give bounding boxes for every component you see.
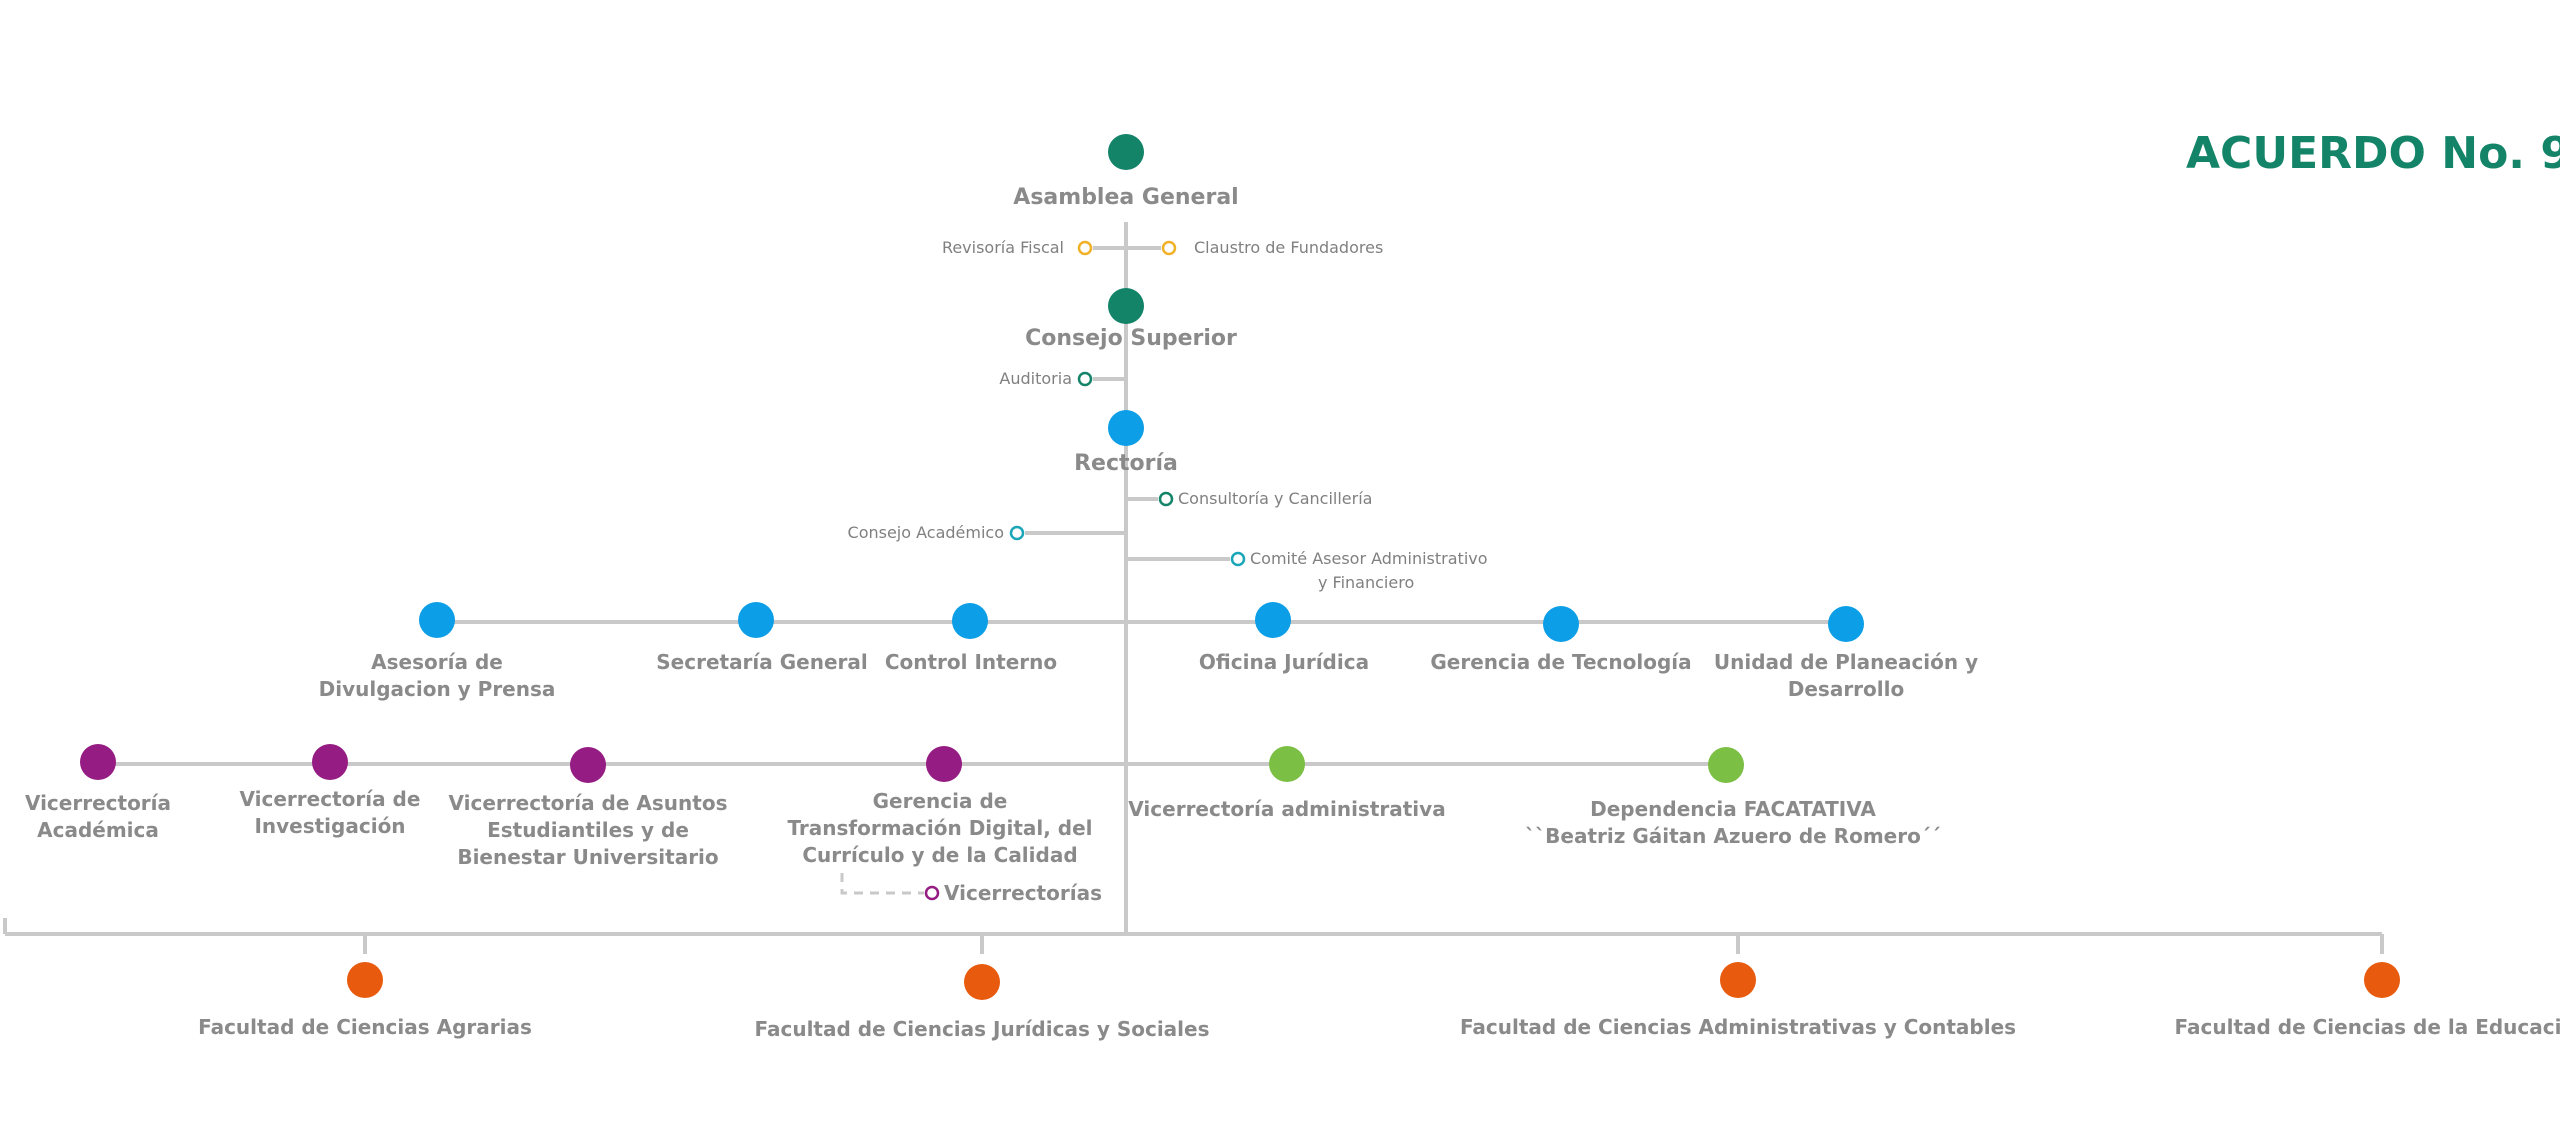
node-faculty-1 (964, 964, 1000, 1000)
node-consejo-superior (1108, 288, 1144, 324)
node-staff-5 (1828, 606, 1864, 642)
label-asamblea-general: Asamblea General (1013, 185, 1238, 210)
label-staff-5-line-1: Desarrollo (1788, 677, 1904, 701)
label-vice-5-line-0: Dependencia FACATATIVA (1590, 797, 1876, 821)
label-faculty-3: Facultad de Ciencias de la Educación (2175, 1015, 2560, 1039)
label-vice-2-line-1: Estudiantiles y de (487, 818, 689, 842)
node-auditoria (1077, 371, 1093, 387)
label-staff-3-line-0: Oficina Jurídica (1199, 650, 1369, 674)
node-faculty-3 (2364, 962, 2400, 998)
label-vice-2-line-2: Bienestar Universitario (457, 845, 718, 869)
label-vice-2-line-0: Vicerrectoría de Asuntos (449, 791, 728, 815)
node-comite (1230, 551, 1246, 567)
agreement-title: ACUERDO No. 9 (2186, 128, 2560, 179)
node-vice-2 (570, 747, 606, 783)
label-comite-1: Comité Asesor Administrativo (1250, 549, 1488, 568)
label-faculty-1: Facultad de Ciencias Jurídicas y Sociale… (755, 1017, 1210, 1041)
node-staff-4 (1543, 606, 1579, 642)
label-staff-4-line-0: Gerencia de Tecnología (1430, 650, 1691, 674)
node-faculty-0 (347, 962, 383, 998)
label-staff-5-line-0: Unidad de Planeación y (1714, 650, 1978, 674)
label-auditoria: Auditoria (999, 369, 1072, 388)
node-claustro-fundadores (1161, 240, 1177, 256)
node-consejo-academico (1009, 525, 1025, 541)
faculties: Facultad de Ciencias Agrarias Facultad de… (198, 934, 2560, 1041)
label-staff-0-line-0: Asesoría de (371, 650, 503, 674)
node-rectoria (1108, 410, 1144, 446)
label-vice-5-line-1: ``Beatriz Gáitan Azuero de Romero´´ (1525, 824, 1941, 848)
label-vice-0-line-0: Vicerrectoría (25, 791, 171, 815)
label-faculty-2: Facultad de Ciencias Administrativas y C… (1460, 1015, 2016, 1039)
staff-units: Asesoría de Divulgacion y Prensa Secretarí… (319, 602, 1978, 701)
node-staff-1 (738, 602, 774, 638)
label-faculty-0: Facultad de Ciencias Agrarias (198, 1015, 532, 1039)
label-staff-1-line-0: Secretaría General (656, 650, 867, 674)
label-vice-1-line-1: Investigación (254, 814, 405, 838)
label-staff-2-line-0: Control Interno (885, 650, 1057, 674)
label-rectoria: Rectoría (1074, 451, 1178, 476)
node-asamblea-general (1108, 134, 1144, 170)
vicerrectorias-connector (840, 873, 924, 895)
label-consejo-superior: Consejo Superior (1025, 326, 1237, 351)
node-consultoria (1158, 491, 1174, 507)
label-revisoria-fiscal: Revisoría Fiscal (942, 238, 1064, 257)
label-consejo-academico: Consejo Académico (848, 523, 1004, 542)
label-consultoria: Consultoría y Cancillería (1178, 489, 1372, 508)
node-faculty-2 (1720, 962, 1756, 998)
node-vice-0 (80, 744, 116, 780)
label-vice-3-line-1: Transformación Digital, del (787, 816, 1092, 840)
node-staff-3 (1255, 602, 1291, 638)
node-staff-2 (952, 603, 988, 639)
label-vice-0-line-1: Académica (37, 818, 159, 842)
label-vice-3-line-2: Currículo y de la Calidad (802, 843, 1077, 867)
node-staff-0 (419, 602, 455, 638)
label-vice-1-line-0: Vicerrectoría de (240, 787, 421, 811)
label-comite-2: y Financiero (1318, 573, 1414, 592)
node-vice-5 (1708, 747, 1744, 783)
node-vice-1 (312, 744, 348, 780)
node-vice-4 (1269, 746, 1305, 782)
label-claustro-fundadores: Claustro de Fundadores (1194, 238, 1383, 257)
node-revisoria-fiscal (1077, 240, 1093, 256)
label-vice-3-line-0: Gerencia de (873, 789, 1008, 813)
label-vice-4-line-0: Vicerrectoría administrativa (1128, 797, 1445, 821)
label-staff-0-line-1: Divulgacion y Prensa (319, 677, 556, 701)
node-vicerrectorias (924, 885, 940, 901)
label-vicerrectorias: Vicerrectorías (944, 881, 1102, 905)
node-vice-3 (926, 746, 962, 782)
